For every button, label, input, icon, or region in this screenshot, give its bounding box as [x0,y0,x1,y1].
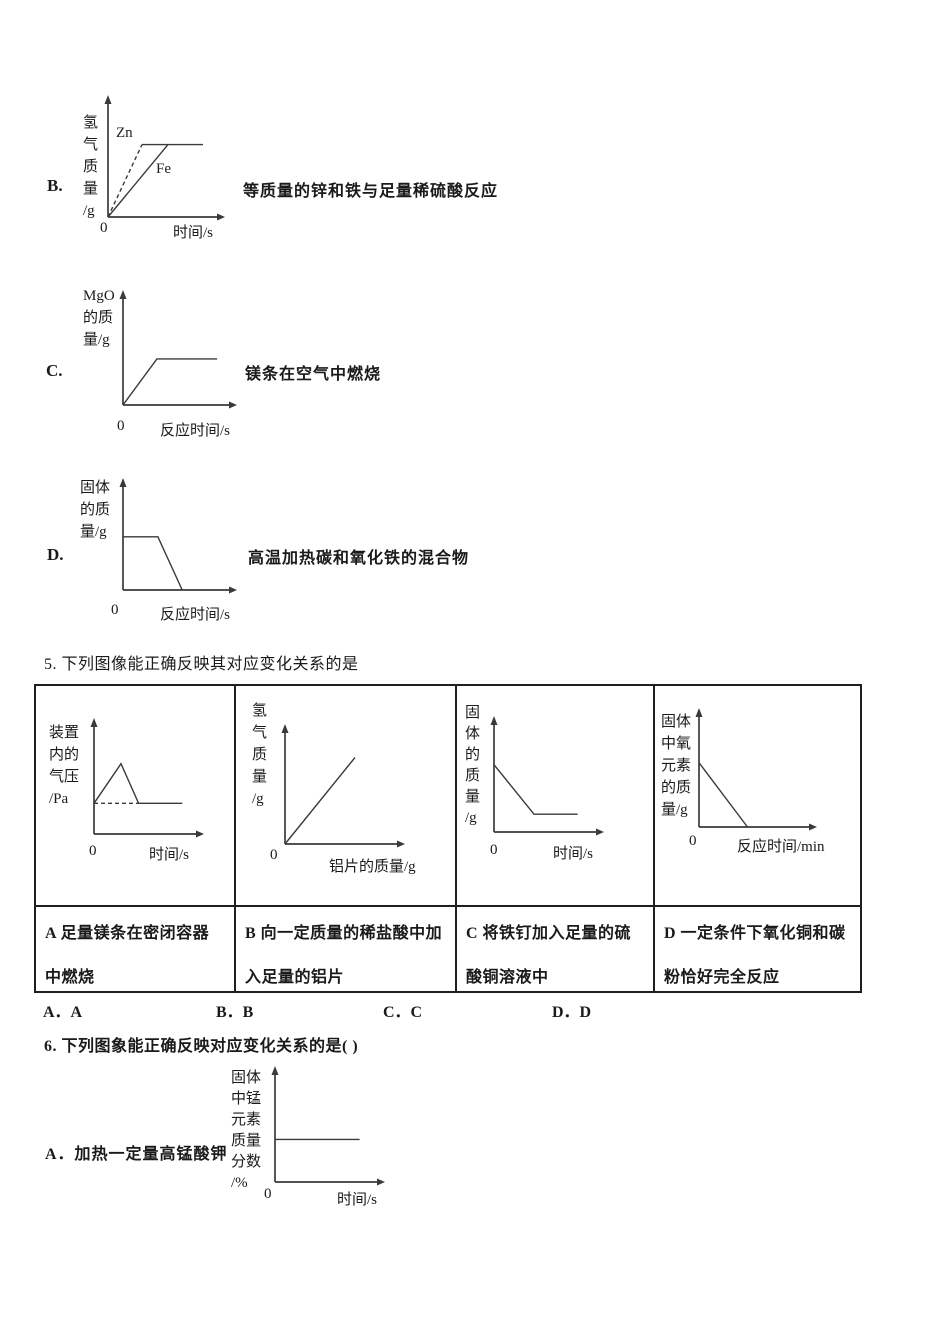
origin-label: 0 [270,847,278,863]
plot-q4-option-d [116,478,238,598]
origin-label: 0 [111,602,119,618]
q6-option-a-label: A．加热一定量高锰酸钾 [45,1146,228,1163]
plot-q4-option-c [116,290,238,413]
q5-answer-a: A．A [43,1004,83,1021]
plot-q6-option-a [268,1066,386,1190]
q5-answer-b: B．B [216,1004,254,1021]
q5-graph-cell-d: 固体 中氧 元素 的质 量/g 0 反应时间/min [655,686,860,907]
option-c-letter: C. [46,361,63,380]
y-axis-label: 固 体 的 质 量 /g [465,705,481,826]
option-d-letter: D. [47,545,64,564]
x-axis-label: 时间/s [337,1192,378,1208]
q5-answer-c: C．C [383,1004,423,1021]
y-axis-label: 固体 中氧 元素 的质 量/g [661,714,692,818]
y-axis-label: 固体 的质 量/g [80,480,111,540]
plot-q5-cell-c [487,716,605,840]
option-c-caption: 镁条在空气中燃烧 [245,366,382,383]
y-axis-label: 氢 气 质 量 /g [83,115,99,219]
plot-q5-cell-a [87,718,205,842]
x-axis-label: 时间/s [553,846,594,862]
y-axis-label: 固体 中锰 元素 质量 分数 /% [231,1070,262,1191]
y-axis-label: 装置 内的 气压 /Pa [49,725,80,807]
option-d-caption: 高温加热碳和氧化铁的混合物 [248,550,470,567]
origin-label: 0 [100,220,108,236]
question6-text: 6. 下列图象能正确反映对应变化关系的是( ) [44,1038,359,1055]
q5-graph-cell-b: 氢 气 质 量 /g 0 铝片的质量/g [236,686,457,907]
q5-answer-d: D．D [552,1004,592,1021]
q5-caption-cell-a: A 足量镁条在密闭容器中燃烧 [36,907,236,991]
q5-caption-cell-c: C 将铁钉加入足量的硫酸铜溶液中 [457,907,655,991]
x-axis-label: 时间/s [173,225,214,241]
q5-caption-cell-b: B 向一定质量的稀盐酸中加入足量的铝片 [236,907,457,991]
x-axis-label: 时间/s [149,847,190,863]
x-axis-label: 铝片的质量/g [329,859,416,875]
q5-graph-cell-a: 装置 内的 气压 /Pa 0 时间/s [36,686,236,907]
origin-label: 0 [490,842,498,858]
plot-q5-cell-d [692,708,818,835]
question5-table: 装置 内的 气压 /Pa 0 时间/s 氢 气 质 量 /g 0 铝片的质量/g… [34,684,862,993]
curve-label-fe: Fe [156,161,171,177]
origin-label: 0 [89,843,97,859]
x-axis-label: 反应时间/min [737,839,825,855]
y-axis-label: 氢 气 质 量 /g [252,703,268,807]
curve-label-zn: Zn [116,125,133,141]
q5-graph-cell-c: 固 体 的 质 量 /g 0 时间/s [457,686,655,907]
option-b-letter: B. [47,176,63,195]
q5-caption-cell-d: D 一定条件下氧化铜和碳粉恰好完全反应 [664,925,846,986]
x-axis-label: 反应时间/s [160,423,231,439]
origin-label: 0 [117,418,125,434]
y-axis-label: MgO 的质 量/g [83,288,115,348]
plot-q5-cell-b [278,724,406,852]
option-b-caption: 等质量的锌和铁与足量稀硫酸反应 [243,183,499,200]
question5-text: 5. 下列图像能正确反映其对应变化关系的是 [44,656,359,673]
origin-label: 0 [689,833,697,849]
origin-label: 0 [264,1186,272,1202]
x-axis-label: 反应时间/s [160,607,231,623]
